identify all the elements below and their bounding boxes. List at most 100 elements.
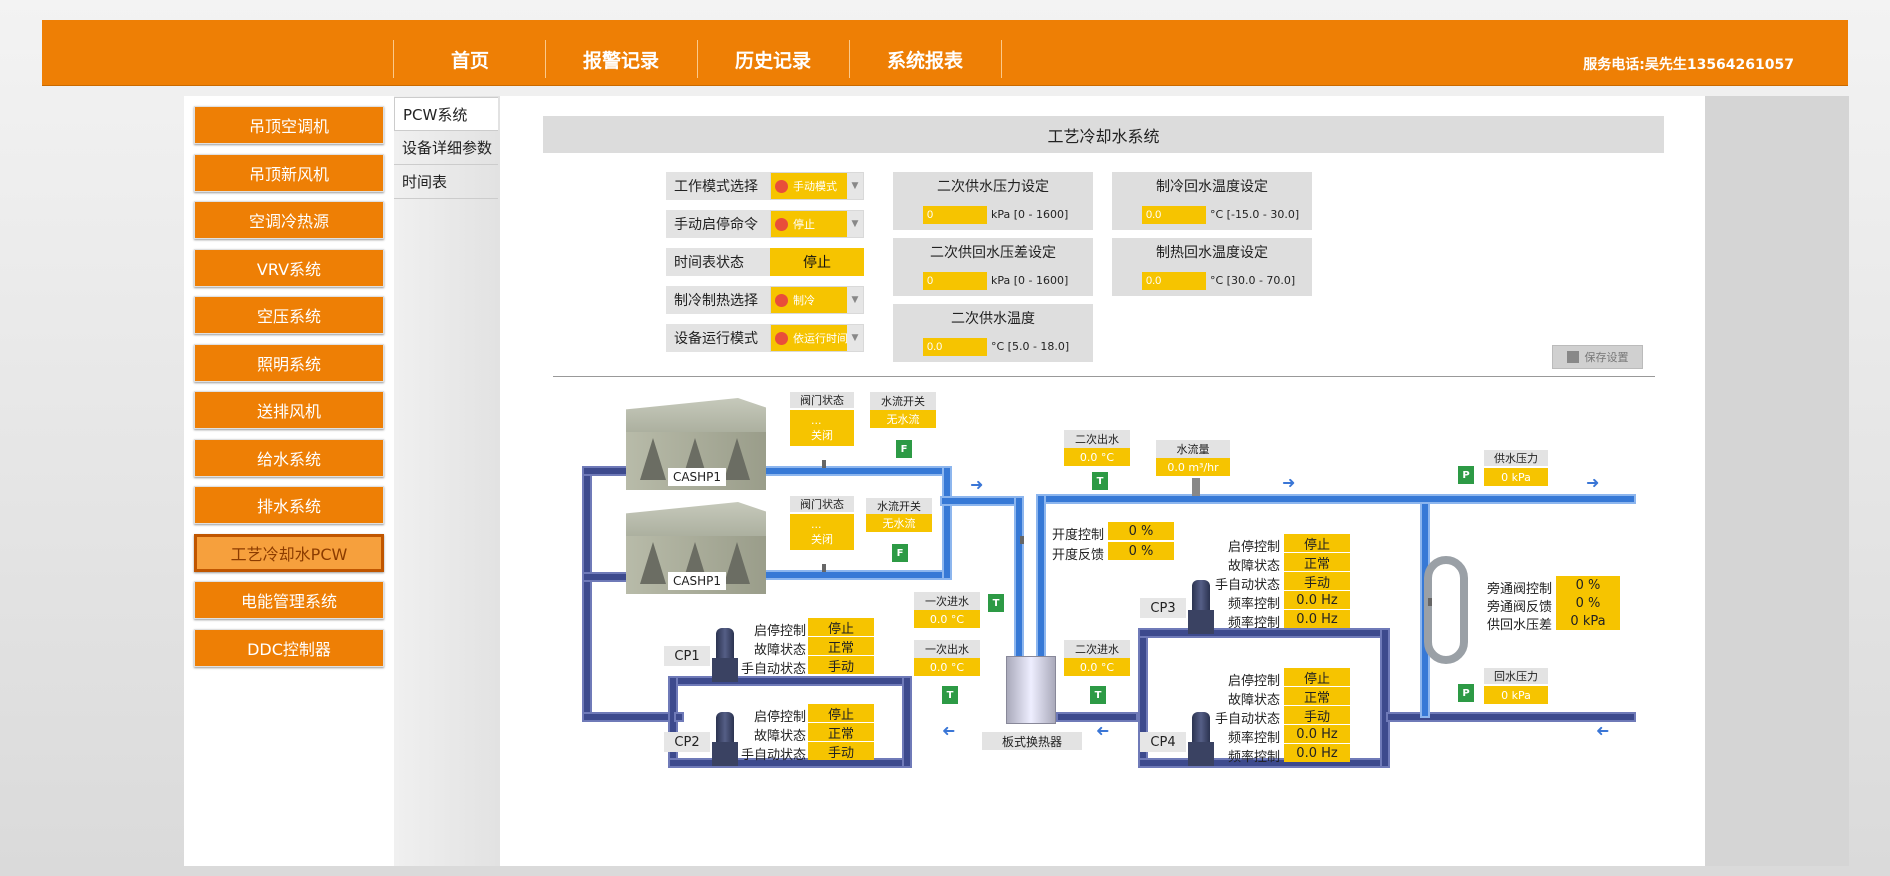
tab-pcw-system[interactable]: PCW系统 [394,97,498,131]
supply-temp-input[interactable] [923,338,987,356]
chevron-down-icon[interactable]: ▼ [847,211,863,237]
cp2-auto-value: 手动 [808,742,874,761]
coolheat-row: 制冷制热选择 制冷▼ [666,286,864,314]
valve-status-value: ...关闭 [790,514,854,550]
status-dot-icon [775,218,788,231]
nav-alarm-log[interactable]: 报警记录 [583,50,660,72]
cp4-freqctrl-label: 频率控制 [1227,731,1280,746]
cp3-fault-label: 故障状态 [1227,559,1280,574]
pump-cp3[interactable] [1188,580,1214,636]
run-select[interactable]: 依运行时间▼ [770,324,864,352]
run-value: 依运行时间 [793,332,848,345]
pump-motor [1192,712,1210,744]
valve-v2: 关闭 [811,532,833,546]
pipe-return [668,676,912,686]
valve-stem [822,564,826,572]
setting-supply-pressure: 二次供水压力设定 kPa [0 - 1600] [893,172,1093,230]
chevron-down-icon[interactable]: ▼ [847,325,863,351]
nav-reports[interactable]: 系统报表 [887,50,964,72]
sidebar-item-lighting[interactable]: 照明系统 [194,344,384,382]
temp-sensor-icon: T [1090,686,1106,704]
pump-base [712,742,738,766]
cp4-freqfb-label: 频率控制 [1227,750,1280,765]
pipe-supply [1014,496,1024,672]
pipe-supply [1036,494,1636,504]
cp1-auto-label: 手自动状态 [740,662,806,677]
control-valve-icon[interactable] [1010,536,1034,556]
chiller-top [626,502,766,540]
sidebar-item-ceiling-ac[interactable]: 吊顶空调机 [194,106,384,144]
chevron-down-icon[interactable]: ▼ [847,287,863,313]
cp3-freqfb-label: 频率控制 [1227,616,1280,631]
mode-label: 工作模式选择 [666,172,770,200]
sidebar-item-ventilation[interactable]: 送排风机 [194,391,384,429]
sidebar-item-water-supply[interactable]: 给水系统 [194,439,384,477]
cmd-select[interactable]: 停止▼ [770,210,864,238]
pump-cp1[interactable] [712,628,738,684]
nav-divider [1001,40,1002,78]
pressure-sensor-icon: P [1458,684,1474,702]
right-gutter [1705,96,1849,866]
setting-unit: kPa [0 - 1600] [991,274,1069,287]
cmd-label: 手动启停命令 [666,210,770,238]
pump-base [1188,742,1214,766]
arrow-right-icon: ➜ [1586,473,1600,492]
sidebar-item-air-compressor[interactable]: 空压系统 [194,296,384,334]
dp-input[interactable] [923,272,987,290]
valve-stem [1020,536,1024,544]
mode-select[interactable]: 手动模式▼ [770,172,864,200]
arrow-left-icon: ➜ [1596,721,1610,740]
valve-icon[interactable] [812,460,836,480]
primary-in-value: 0.0 °C [914,610,980,628]
temp-sensor-icon: T [988,594,1004,612]
save-button[interactable]: 保存设置 [1552,345,1643,369]
sidebar-item-vrv[interactable]: VRV系统 [194,249,384,287]
chiller-unit[interactable]: CASHP1 [626,502,766,594]
tab-device-params[interactable]: 设备详细参数 [394,131,498,165]
chiller-unit[interactable]: CASHP1 [626,398,766,490]
nav-home[interactable]: 首页 [451,50,490,72]
pipe-return [674,712,684,722]
bypass-valve-icon[interactable] [1418,598,1442,618]
pipe-return [582,712,672,722]
primary-out-label: 一次出水 [914,640,980,658]
cp1-start-label: 启停控制 [753,624,806,639]
bypass-ctrl-label: 旁通阀控制 [1486,582,1552,597]
status-dot-icon [775,294,788,307]
valve-icon[interactable] [812,564,836,584]
valve-open-value: 0 % [1108,522,1174,540]
valve-open-label: 开度控制 [1051,528,1104,543]
pipe-supply [940,496,1024,506]
cool-return-input[interactable] [1142,206,1206,224]
arrow-left-icon: ➜ [1096,721,1110,740]
cp4-fault-label: 故障状态 [1227,693,1280,708]
sidebar-item-pcw[interactable]: 工艺冷却水PCW [194,534,384,572]
tab-schedule[interactable]: 时间表 [394,165,498,199]
run-label: 设备运行模式 [666,324,770,352]
heat-return-input[interactable] [1142,272,1206,290]
sidebar-item-ddc[interactable]: DDC控制器 [194,629,384,667]
status-dot-icon [775,180,788,193]
chevron-down-icon[interactable]: ▼ [847,173,863,199]
pump-cp4[interactable] [1188,712,1214,768]
sidebar-item-ceiling-fresh-air[interactable]: 吊顶新风机 [194,154,384,192]
pump-name: CP4 [1140,732,1186,752]
mode-row: 工作模式选择 手动模式▼ [666,172,864,200]
pipe-return [668,676,678,768]
sidebar-item-energy[interactable]: 电能管理系统 [194,581,384,619]
cp4-freqctrl-value: 0.0 Hz [1284,725,1350,743]
temp-sensor-icon: T [1092,472,1108,490]
flow-label: 水流量 [1156,440,1230,458]
nav-divider [393,40,394,78]
top-nav: 首页 报警记录 历史记录 系统报表 服务电话:吴先生13564261057 [42,20,1848,86]
cmd-row: 手动启停命令 停止▼ [666,210,864,238]
pump-cp2[interactable] [712,712,738,768]
pipe-return [902,676,912,768]
coolheat-select[interactable]: 制冷▼ [770,286,864,314]
sidebar-item-hvac-source[interactable]: 空调冷热源 [194,201,384,239]
flow-switch-label: 水流开关 [866,498,932,514]
nav-history[interactable]: 历史记录 [735,50,812,72]
supply-pressure-input[interactable] [923,206,987,224]
save-icon [1566,351,1579,363]
sidebar-item-drainage[interactable]: 排水系统 [194,486,384,524]
